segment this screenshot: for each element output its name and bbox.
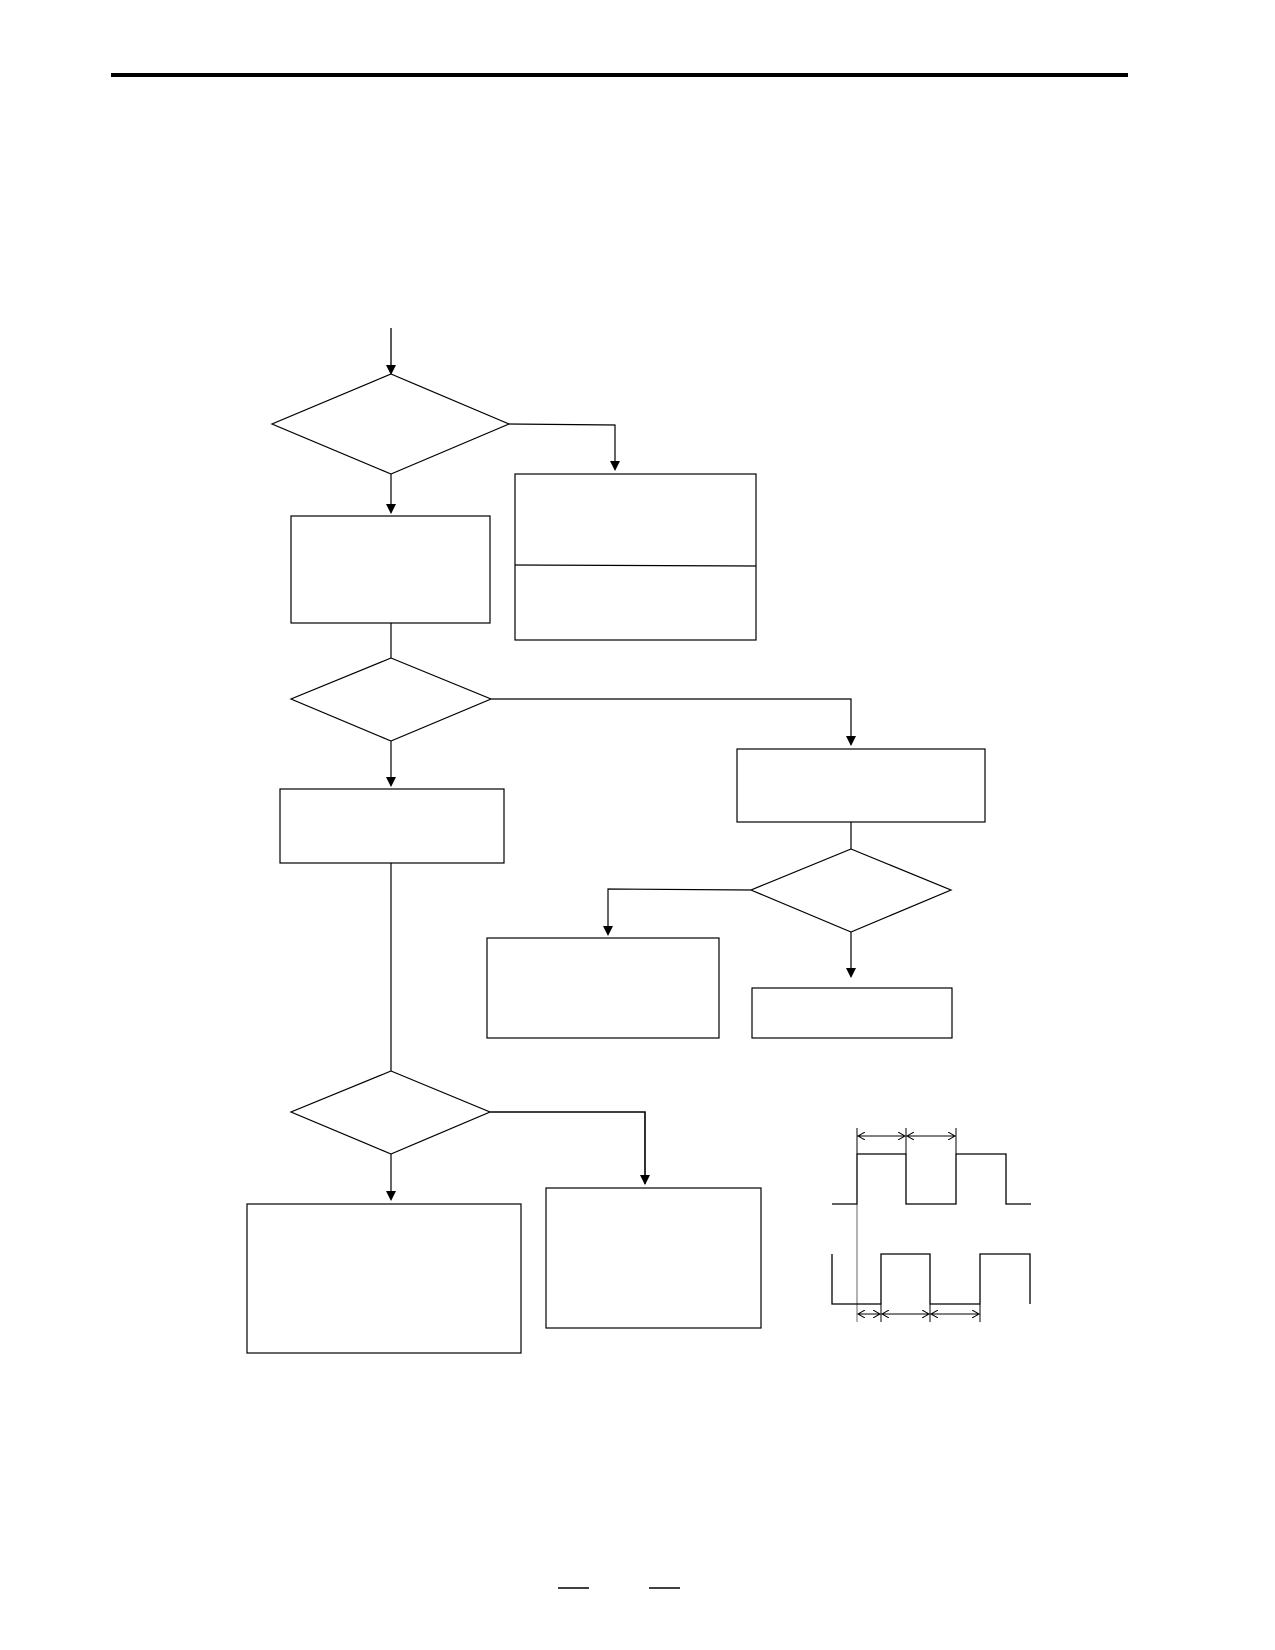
- decision-2-right-connector: [491, 698, 856, 746]
- process-7: [246, 1203, 522, 1354]
- process-5: [486, 937, 720, 1039]
- decision-4: [289, 1070, 492, 1155]
- process-2: [514, 473, 757, 641]
- lower-waveform-trace: [831, 1253, 1031, 1305]
- process-1: [290, 515, 491, 624]
- process-3: [279, 788, 505, 864]
- process-4: [736, 748, 986, 823]
- upper-waveform-trace: [832, 1153, 1031, 1205]
- decision-3: [749, 848, 953, 933]
- process-2-divider: [514, 564, 757, 567]
- lower-waveform: [831, 1154, 1031, 1322]
- decision-3-left-connector: [603, 888, 752, 936]
- decision-1-right-connector: [508, 423, 620, 471]
- decision-4-right-connector: [490, 1111, 650, 1185]
- process-8: [545, 1187, 762, 1329]
- upper-waveform: [832, 1128, 1031, 1205]
- decision-2: [289, 657, 493, 742]
- decision-1: [270, 373, 511, 475]
- process-6: [751, 987, 953, 1039]
